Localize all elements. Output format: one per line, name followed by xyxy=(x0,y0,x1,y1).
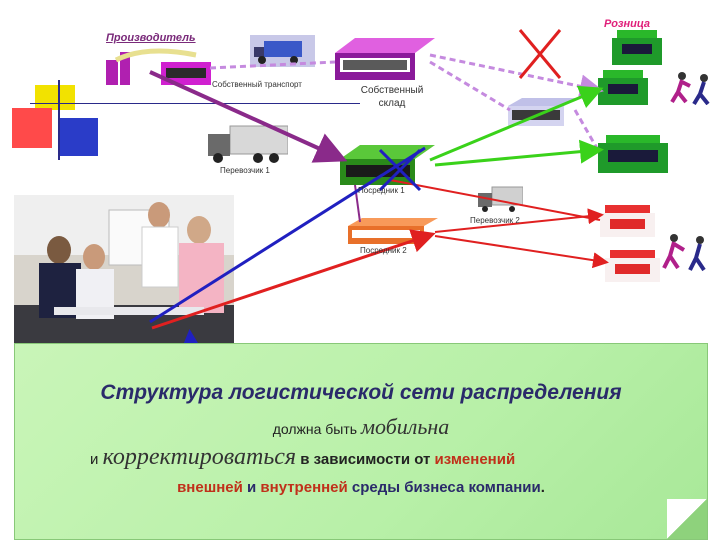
note-line-4-internal: внутренней xyxy=(260,479,347,496)
manufacturer-label: Производитель xyxy=(106,32,196,44)
link-intermediary1-retail xyxy=(430,90,598,160)
note-line-4-period: . xyxy=(541,479,545,496)
carrier1-label: Перевозчик 1 xyxy=(220,166,270,175)
note-line-3-middle: в зависимости от xyxy=(300,451,430,468)
link-intermediary2-retail xyxy=(435,236,605,262)
note-line-4: внешней и внутренней среды бизнеса компа… xyxy=(15,479,707,496)
own-transport-label: Собственный транспорт xyxy=(212,80,302,89)
link-small-retail xyxy=(575,110,598,150)
link-factory-warehouse xyxy=(210,62,335,68)
summary-note: Структура логистической сети распределен… xyxy=(14,343,708,540)
note-line-4-rest: среды бизнеса компании xyxy=(352,479,541,496)
link-intermediary1-red xyxy=(390,180,600,220)
link-intermediary1-retail xyxy=(435,150,598,165)
note-line-4-and: и xyxy=(247,479,256,496)
note-line-4-external: внешней xyxy=(177,479,243,496)
page-fold xyxy=(667,499,707,539)
own-warehouse-label: Собственный склад xyxy=(352,84,432,110)
note-line-3-red: изменений xyxy=(435,451,516,468)
retail-label: Розница xyxy=(604,18,650,30)
note-line-2-emphasis: мобильна xyxy=(361,414,449,439)
intermediary2-label: Посредник 2 xyxy=(360,246,407,255)
link-warehouse-small xyxy=(430,62,510,110)
intermediary1-label: Посредник 1 xyxy=(358,186,405,195)
link-photo-blue xyxy=(150,148,425,322)
note-line-2-prefix: должна быть xyxy=(273,421,357,437)
note-line-1: Структура логистической сети распределен… xyxy=(15,381,707,405)
note-line-3-prefix: и xyxy=(90,451,98,468)
note-line-3: и корректироваться в зависимости от изме… xyxy=(90,444,515,471)
link-warehouse-retail xyxy=(430,55,598,90)
note-line-3-emphasis: корректироваться xyxy=(103,444,297,470)
carrier2-label: Перевозчик 2 xyxy=(470,216,520,225)
note-line-2: должна быть мобильна xyxy=(15,414,707,440)
